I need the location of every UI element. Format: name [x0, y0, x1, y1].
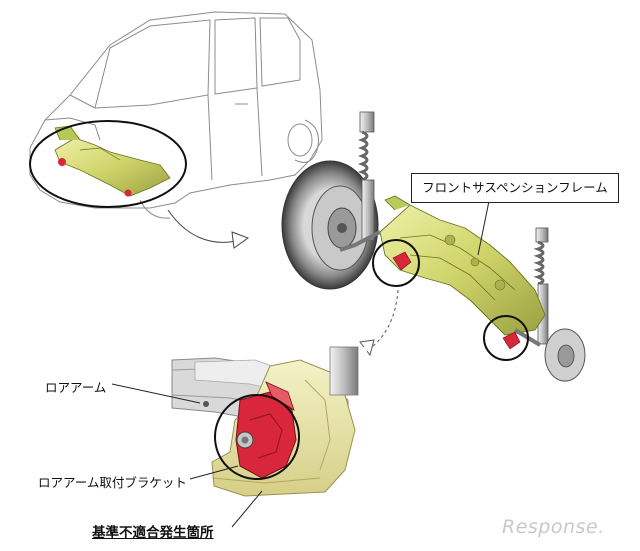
car-frame-highlight-ellipse	[29, 120, 187, 208]
closeup-panel	[171, 346, 367, 497]
lower-arm-bracket-label: ロアアーム取付ブラケット	[38, 475, 187, 490]
zoom-arrow-1	[167, 209, 241, 243]
bracket-leader	[189, 465, 239, 480]
defect-location-label: 基準不適合発生箇所	[92, 525, 214, 541]
zoom-arrow-1-head	[231, 231, 250, 249]
bracket-circle-closeup	[214, 394, 300, 480]
small-frame	[54, 125, 171, 197]
defect-leader	[231, 490, 263, 528]
zoom-arrow-2	[367, 289, 399, 351]
suspension-frame	[339, 195, 546, 350]
bracket-circle-left	[372, 239, 420, 287]
lower-arm-label: ロアアーム	[45, 380, 107, 395]
lower-arm-leader	[111, 383, 201, 404]
car-outline	[29, 11, 323, 219]
brake-disc-right	[544, 328, 586, 382]
wheel	[281, 160, 379, 290]
front-suspension-frame-label: フロントサスペンションフレーム	[411, 173, 619, 203]
strut-left	[357, 111, 375, 241]
response-watermark: Response.	[502, 516, 605, 538]
frame-label-leader	[477, 200, 490, 256]
bracket-circle-right	[483, 315, 529, 361]
